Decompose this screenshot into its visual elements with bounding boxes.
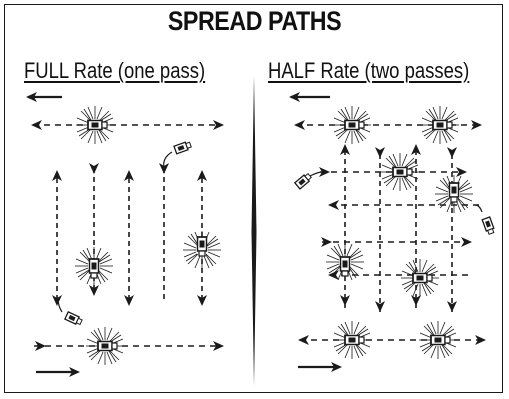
turn-arrow-icon [163,151,173,169]
spreader-icon [432,118,453,132]
turn-arrow-icon [309,171,323,177]
spreader-icon [392,165,413,179]
direction-arrow-icon [89,163,99,174]
full-rate-arrowheads [26,92,224,377]
direction-arrow-icon [375,147,385,158]
spreader-icon [344,118,365,132]
direction-arrow-icon [328,270,339,280]
direction-arrow-icon [461,237,472,247]
spreader-icon [97,339,118,353]
spreader-icon [87,118,108,132]
turning-spreader-icon [64,311,84,327]
spreader-icon [344,333,365,347]
direction-arrow-icon [447,147,457,158]
turning-spreader-icon [481,216,496,236]
turning-spreader-icon [173,140,193,155]
half-rate-paths [291,95,484,369]
direction-arrow-icon [31,120,42,130]
half-rate-spreaders [294,105,496,360]
spreader-icon [412,271,433,285]
panel-divider [251,76,257,386]
turning-spreader-icon [294,171,313,190]
direction-arrow-icon [294,120,305,130]
turn-arrow-icon [57,297,63,313]
direction-arrow-icon [328,200,339,210]
turn-arrow-icon [475,204,483,213]
diagram-title: SPREAD PATHS [167,6,342,36]
spreader-icon [195,236,209,257]
spreader-icon [87,258,101,279]
full-rate-label: FULL Rate (one pass) [24,58,206,83]
half-rate-arrowheads [289,92,486,372]
full-rate-spreaders [57,105,222,366]
spreader-icon [430,333,451,347]
full-rate-paths [28,95,222,374]
half-rate-label: HALF Rate (two passes) [268,58,470,83]
direction-arrow-icon [298,335,309,345]
